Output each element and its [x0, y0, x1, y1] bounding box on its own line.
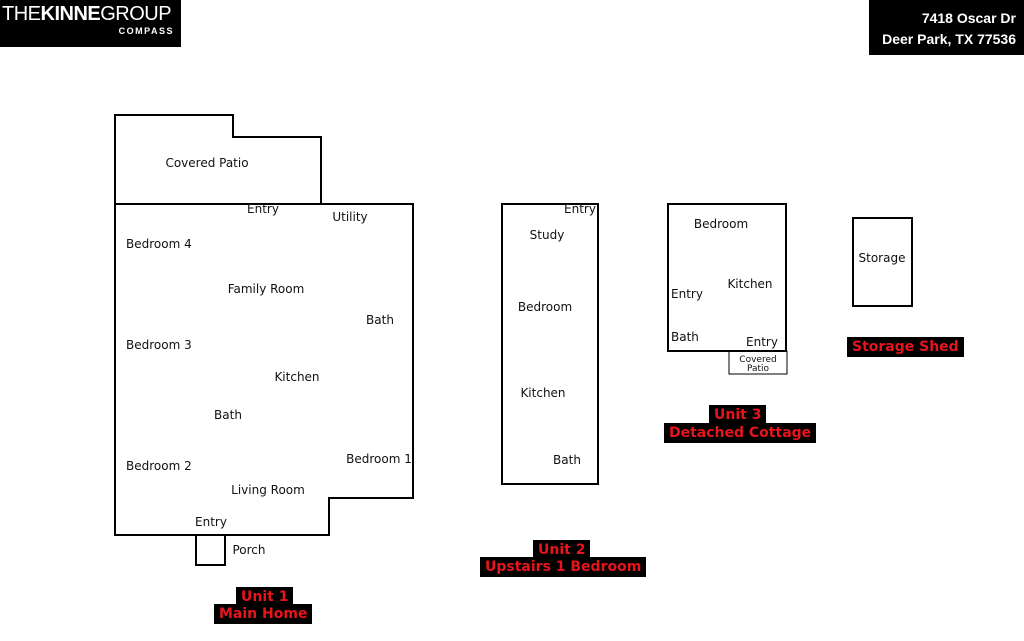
unit1-tag-line1: Unit 1	[236, 587, 294, 607]
unit1-kitchen-label: Kitchen	[274, 370, 319, 384]
unit3-tag-line2: Detached Cottage	[664, 423, 817, 443]
unit2-bedroom-label: Bedroom	[518, 300, 572, 314]
unit1-bath2-label: Bath	[214, 408, 242, 422]
unit1-bedroom3-label: Bedroom 3	[126, 338, 192, 352]
brand-name: THEKINNEGROUP	[2, 3, 172, 25]
unit1-entry-top-label: Entry	[247, 202, 279, 216]
unit3-patio-label: Patio	[747, 364, 770, 374]
unit3-entry-bottom-label: Entry	[746, 335, 778, 349]
shed-tag: Storage Shed	[847, 337, 964, 357]
unit2-kitchen-label: Kitchen	[520, 386, 565, 400]
unit1-bedroom2-label: Bedroom 2	[126, 459, 192, 473]
unit3-tag-line1: Unit 3	[709, 405, 767, 425]
unit2-entry-label: Entry	[564, 202, 596, 216]
unit3-entry-left-label: Entry	[671, 287, 703, 301]
unit1-tag-line2: Main Home	[214, 604, 313, 624]
unit1-outline	[114, 203, 414, 536]
unit3-bedroom-label: Bedroom	[694, 217, 748, 231]
unit2-outline	[501, 203, 599, 485]
unit2-tag-line2: Upstairs 1 Bedroom	[480, 557, 647, 577]
unit3-bath-label: Bath	[671, 330, 699, 344]
unit1-bath1-label: Bath	[366, 313, 394, 327]
brand-logo: THEKINNEGROUP COMPASS	[0, 0, 181, 47]
unit1-covered-patio-label: Covered Patio	[165, 156, 248, 170]
unit1-family-room-label: Family Room	[228, 282, 305, 296]
unit1-porch-outline	[195, 534, 226, 566]
address-box: 7418 Oscar Dr Deer Park, TX 77536	[869, 0, 1024, 55]
unit1-bedroom1-label: Bedroom 1	[346, 452, 412, 466]
unit1-living-room-label: Living Room	[231, 483, 305, 497]
unit1-porch-label: Porch	[232, 543, 265, 557]
unit1-patio-outline	[114, 114, 322, 204]
unit3-patio-outline	[728, 350, 788, 375]
unit2-tag-line1: Unit 2	[533, 540, 591, 560]
address-line2: Deer Park, TX 77536	[882, 31, 1016, 47]
shed-outline	[852, 217, 913, 307]
unit1-utility-label: Utility	[332, 210, 367, 224]
unit3-kitchen-label: Kitchen	[727, 277, 772, 291]
unit1-entry-bottom-label: Entry	[195, 515, 227, 529]
unit3-outline	[667, 203, 787, 352]
address-line1: 7418 Oscar Dr	[921, 10, 1016, 26]
unit3-covered-label: Covered	[739, 355, 776, 365]
brand-sub: COMPASS	[118, 26, 174, 36]
unit2-bath-label: Bath	[553, 453, 581, 467]
unit2-study-label: Study	[530, 228, 565, 242]
unit1-bedroom4-label: Bedroom 4	[126, 237, 192, 251]
shed-storage-label: Storage	[859, 251, 906, 265]
